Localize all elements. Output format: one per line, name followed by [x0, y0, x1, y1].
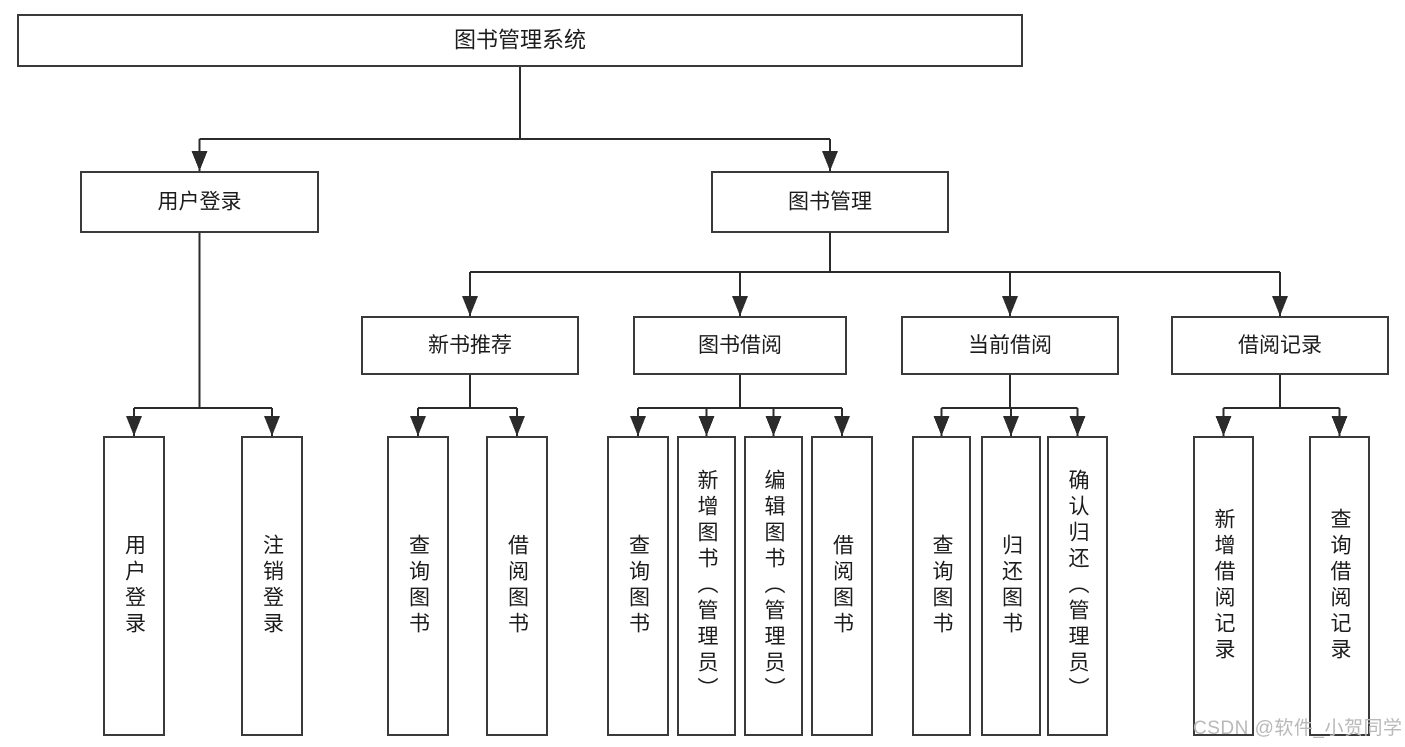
node-box-leaf-edit-book[interactable]	[743, 435, 804, 737]
node-label-user-login: 用户登录	[158, 191, 242, 214]
node-box-leaf-query-record[interactable]	[1308, 435, 1371, 737]
node-box-leaf-add-book[interactable]	[676, 435, 737, 737]
node-label-book-borrow: 图书借阅	[698, 334, 782, 357]
node-box-new-book-rec[interactable]	[360, 315, 580, 376]
node-box-leaf-query-book-rec[interactable]	[386, 435, 450, 737]
node-box-leaf-query-book-borrow[interactable]	[606, 435, 670, 737]
node-box-leaf-confirm-return[interactable]	[1046, 435, 1109, 737]
node-box-borrow-record[interactable]	[1170, 315, 1390, 376]
node-box-leaf-user-logout[interactable]	[240, 435, 304, 737]
node-box-book-manage[interactable]	[710, 170, 950, 234]
node-box-leaf-user-login[interactable]	[102, 435, 166, 737]
node-box-user-login[interactable]	[79, 170, 320, 234]
node-box-leaf-borrow-book-rec[interactable]	[485, 435, 549, 737]
node-box-leaf-borrow-book[interactable]	[810, 435, 874, 737]
node-boxes-group	[16, 13, 1390, 737]
node-box-current-borrow[interactable]	[900, 315, 1120, 376]
node-label-current-borrow: 当前借阅	[968, 334, 1052, 357]
node-label-book-manage: 图书管理	[788, 191, 872, 214]
node-box-leaf-query-book-current[interactable]	[911, 435, 972, 737]
watermark-text: CSDN @软件_小贺同学	[1193, 718, 1403, 739]
node-label-borrow-record: 借阅记录	[1238, 334, 1322, 357]
connector-lines-group	[126, 66, 1348, 436]
node-box-leaf-return-book[interactable]	[980, 435, 1042, 737]
node-label-root: 图书管理系统	[454, 27, 586, 52]
node-box-leaf-add-record[interactable]	[1192, 435, 1255, 737]
node-box-book-borrow[interactable]	[632, 315, 848, 376]
node-label-new-book-rec: 新书推荐	[428, 334, 512, 357]
node-box-root[interactable]	[16, 13, 1024, 68]
